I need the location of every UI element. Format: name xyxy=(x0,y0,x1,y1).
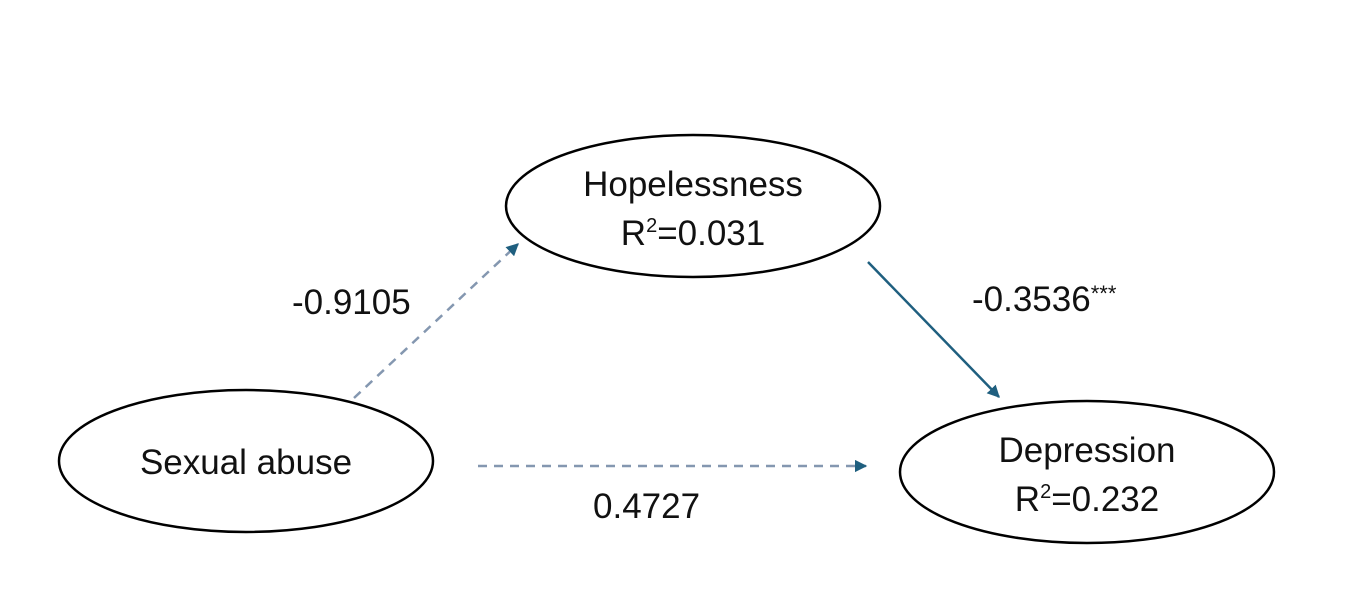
coefficient-hopelessness-to-depression: -0.3536*** xyxy=(972,280,1117,319)
arrow-hopelessness-to-depression xyxy=(867,261,1000,398)
node-hopelessness-ellipse xyxy=(504,133,882,279)
node-depression-label: Depression xyxy=(998,431,1175,470)
node-hopelessness: Hopelessness R2=0.031 xyxy=(504,133,882,279)
node-sexual-abuse-label: Sexual abuse xyxy=(140,443,352,482)
node-sexual-abuse-ellipse xyxy=(57,388,435,534)
coefficient-abuse-to-depression: 0.4727 xyxy=(593,487,700,526)
node-sexual-abuse: Sexual abuse xyxy=(57,388,435,534)
significance-stars: *** xyxy=(1091,281,1117,306)
node-depression-r2: R2=0.232 xyxy=(1015,480,1159,519)
node-depression-ellipse xyxy=(898,399,1276,545)
node-hopelessness-label: Hopelessness xyxy=(583,165,803,204)
coefficient-abuse-to-hopelessness: -0.9105 xyxy=(292,283,411,322)
node-hopelessness-r2: R2=0.031 xyxy=(621,214,765,253)
arrow-abuse-to-hopelessness xyxy=(353,243,519,399)
node-depression: Depression R2=0.232 xyxy=(898,399,1276,545)
